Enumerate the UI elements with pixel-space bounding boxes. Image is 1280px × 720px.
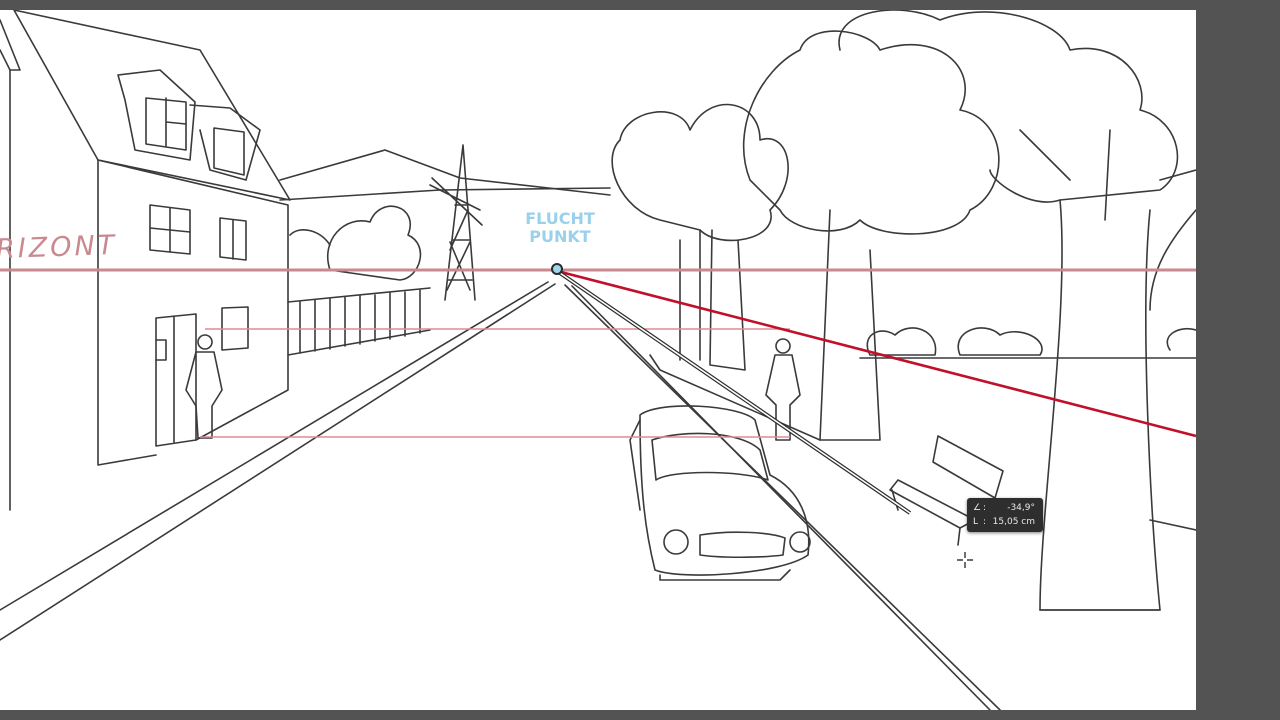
right-panel [1196,0,1280,720]
street-sketch [0,10,1196,710]
person-right-sketch [765,338,801,441]
angle-separator: : [983,503,987,513]
vanishing-point-label-line1: FLUCHT [525,209,595,228]
pylon-sketch [429,144,483,301]
drawing-canvas[interactable]: RIZONT FLUCHT PUNKT ∠: -34,9° L:15,05 cm [0,10,1196,710]
vanishing-point-label: FLUCHT PUNKT [520,210,600,246]
fence-sketch [287,287,431,356]
angle-icon: ∠ [973,503,982,513]
car-sketch [629,405,811,581]
length-label: L [973,517,979,527]
perspective-guide-line [556,269,1196,438]
house-sketch [0,10,291,511]
measure-readout: ∠: -34,9° L:15,05 cm [967,498,1043,532]
trees-sketch [611,10,1196,611]
anchor-point-icon[interactable] [551,263,563,275]
angle-value: -34,9° [1007,503,1035,513]
length-readout: L:15,05 cm [973,516,1035,528]
crosshair-icon [957,552,973,568]
horizon-label: RIZONT [0,229,118,266]
length-value: 15,05 cm [992,517,1035,527]
person-left-sketch [185,334,223,439]
vanishing-point-label-line2: PUNKT [529,227,591,246]
angle-readout: ∠: -34,9° [973,502,1035,514]
length-separator: : [983,517,987,527]
